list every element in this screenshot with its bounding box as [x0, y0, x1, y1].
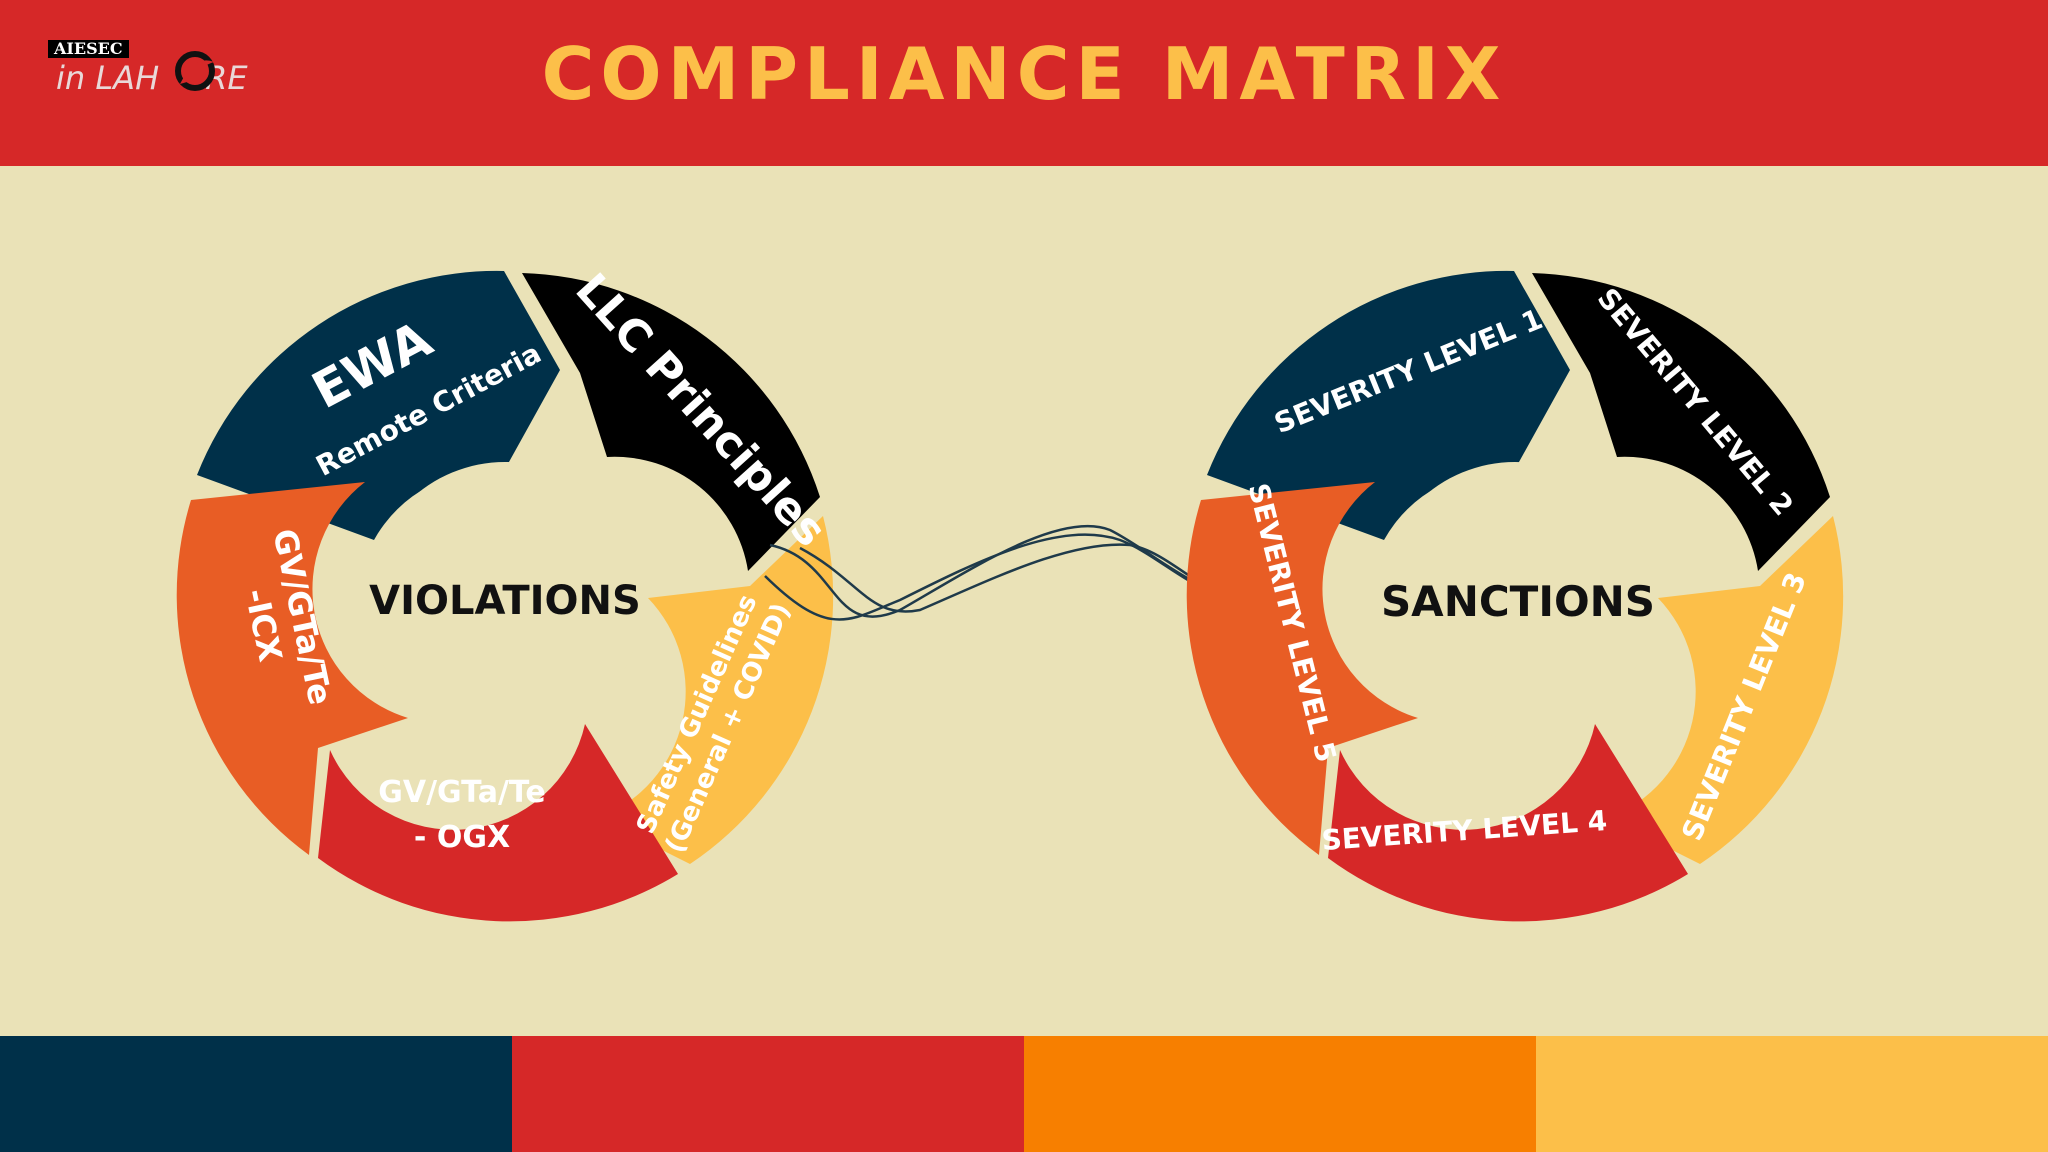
segment-severity-1: [1207, 270, 1570, 540]
footer-stripes: [0, 1036, 2048, 1152]
logo-top-text: AIESEC: [48, 40, 129, 58]
segment-ewa: [197, 270, 560, 540]
segment-severity-5: [1186, 482, 1418, 855]
footer-stripe-yellow: [1536, 1036, 2048, 1152]
segment-ogx: [318, 724, 678, 922]
sanctions-center: [1377, 462, 1653, 738]
segment-severity-3: [1608, 516, 1844, 864]
ogx-label-line1: GV/GTa/Te: [378, 775, 546, 810]
footer-stripe-orange: [1024, 1036, 1536, 1152]
segment-llc-principles: [522, 273, 820, 571]
sanctions-ring: SANCTIONS SEVERITY LEVEL 1 SEVERITY LEVE…: [1186, 270, 1844, 922]
logo-bottom-start: in LAH: [56, 59, 160, 97]
segment-safety-guidelines: [598, 516, 834, 864]
segment-icx: [176, 482, 408, 855]
page-title: COMPLIANCE MATRIX: [541, 32, 1507, 116]
sanctions-label: SANCTIONS: [1381, 577, 1655, 626]
diagram-canvas: VIOLATIONS EWA Remote Criteria LLC Princ…: [176, 264, 1844, 922]
footer-stripe-red: [512, 1036, 1024, 1152]
segment-severity-2: [1532, 273, 1830, 571]
violations-ring: VIOLATIONS EWA Remote Criteria LLC Princ…: [176, 264, 836, 922]
violations-label: VIOLATIONS: [369, 578, 641, 624]
logo-swirl-icon: [175, 51, 215, 91]
footer-stripe-navy: [0, 1036, 512, 1152]
violations-center: [367, 462, 643, 738]
ogx-label-line2: - OGX: [414, 820, 510, 855]
connector-lines: [764, 524, 1251, 621]
segment-severity-4: [1328, 724, 1688, 922]
